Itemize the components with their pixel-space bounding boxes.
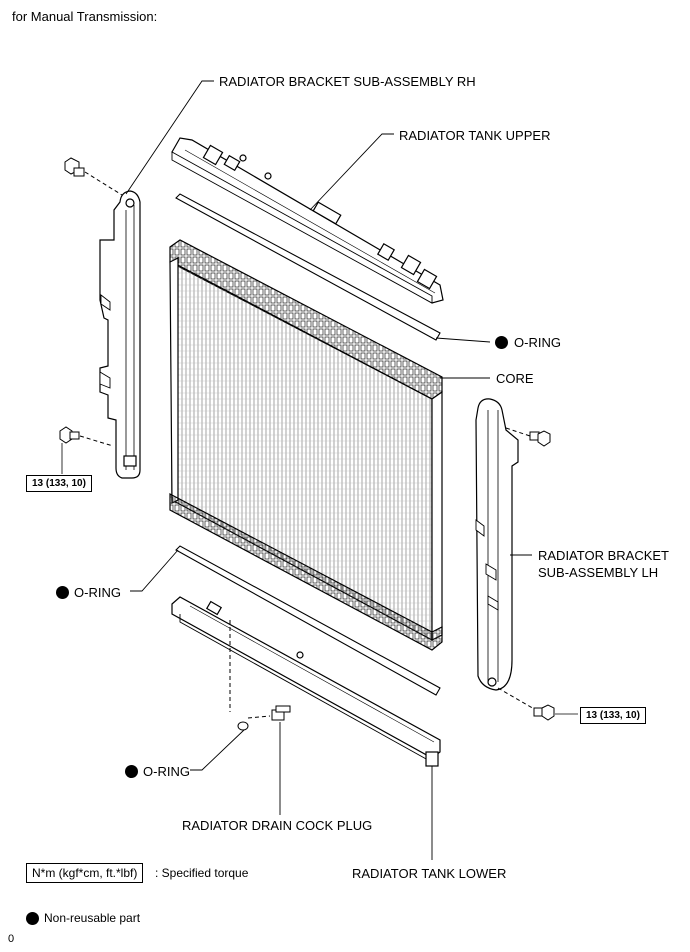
radiator-bracket-lh: [475, 398, 519, 691]
non-reusable-mark-drain: [125, 765, 138, 778]
bolt-lower-lh: [497, 687, 578, 721]
o-ring-gasket-upper: [175, 193, 441, 341]
label-radiator-bracket-lh-2: SUB-ASSEMBLY LH: [538, 565, 659, 580]
torque-spec-rh: 13 (133, 10): [26, 475, 92, 492]
radiator-tank-upper: [171, 137, 444, 304]
legend-non-reusable-dot: [26, 912, 39, 925]
label-radiator-tank-upper: RADIATOR TANK UPPER: [399, 128, 551, 143]
label-o-ring-upper: O-RING: [514, 335, 561, 350]
non-reusable-mark-middle: [56, 586, 69, 599]
drain-o-ring: [237, 721, 249, 731]
label-radiator-bracket-lh-1: RADIATOR BRACKET: [538, 548, 669, 563]
radiator-bracket-rh: [99, 190, 141, 479]
bolt-upper-lh: [505, 427, 551, 447]
label-radiator-bracket-rh: RADIATOR BRACKET SUB-ASSEMBLY RH: [219, 74, 476, 89]
label-radiator-tank-lower: RADIATOR TANK LOWER: [352, 866, 507, 881]
figure-caption: for Manual Transmission:: [12, 9, 158, 24]
bolt-upper-rh: [64, 157, 123, 196]
leader-lines: [125, 80, 532, 860]
radiator-core: [169, 239, 443, 651]
torque-spec-lh: 13 (133, 10): [580, 707, 646, 724]
label-core: CORE: [496, 371, 534, 386]
label-o-ring-middle: O-RING: [74, 585, 121, 600]
legend-torque-unit: N*m (kgf*cm, ft.*lbf): [26, 863, 144, 883]
bolt-lower-rh: [59, 426, 114, 474]
radiator-drain-cock-plug: [229, 620, 291, 721]
o-ring-gasket-lower: [175, 545, 441, 696]
figure-code: 0: [8, 933, 15, 945]
non-reusable-mark-upper: [495, 336, 508, 349]
label-radiator-drain-cock-plug: RADIATOR DRAIN COCK PLUG: [182, 818, 373, 833]
label-o-ring-drain: O-RING: [143, 764, 190, 779]
legend-torque-desc: : Specified torque: [155, 866, 249, 880]
legend-non-reusable: Non-reusable part: [44, 911, 141, 925]
radiator-tank-lower: [171, 596, 441, 767]
